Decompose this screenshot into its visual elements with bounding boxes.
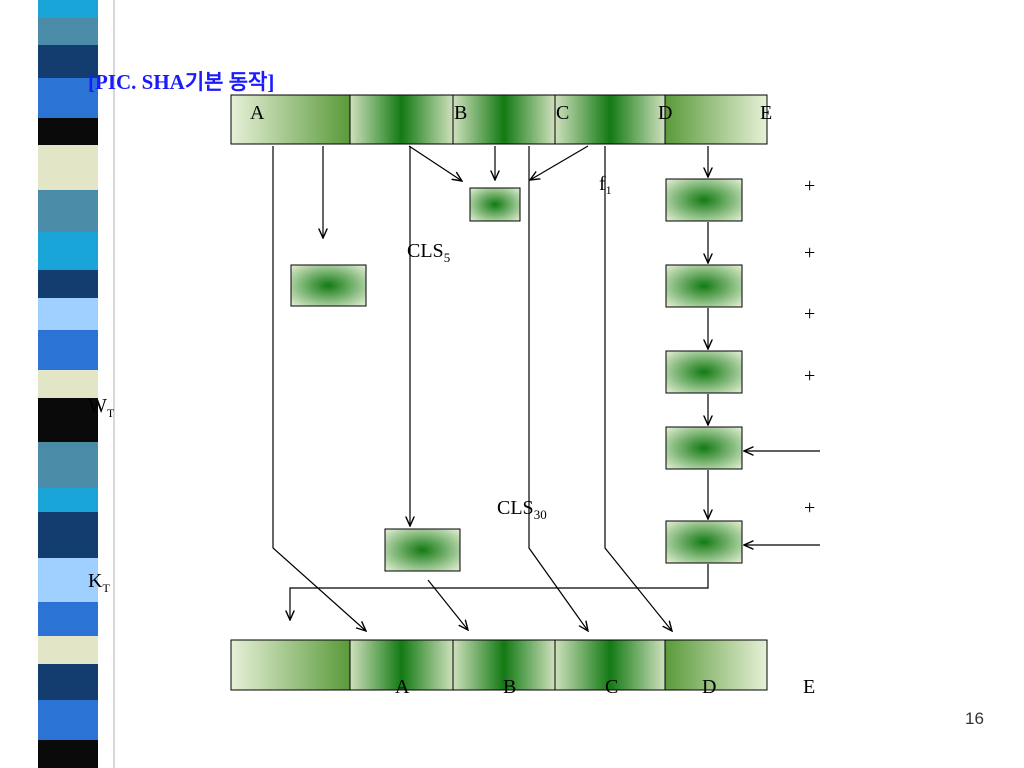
bottom-label-e: E: [803, 676, 815, 698]
cls30-box: [384, 528, 461, 572]
plus-sign-2: +: [804, 242, 815, 264]
stripe-band: [38, 602, 98, 636]
bottom-label-c: C: [605, 676, 618, 698]
arrow-c-to-new-d: [528, 146, 588, 631]
top-register-cell-e: [664, 94, 768, 145]
stripe-band: [38, 442, 98, 488]
bottom-register-cell-a: [230, 639, 351, 691]
stripe-band: [38, 636, 98, 664]
adder-box-3: [665, 350, 743, 394]
stripe-band: [38, 700, 98, 740]
arrow-b-to-f1: [408, 145, 462, 181]
adder-box-4: [665, 426, 743, 470]
connections: [272, 145, 820, 631]
bottom-register-cell-c: [452, 639, 556, 691]
top-label-d: D: [658, 102, 672, 124]
bottom-label-d: D: [702, 676, 716, 698]
cls30-label: CLS30: [497, 497, 547, 522]
function-boxes: [290, 178, 743, 572]
adder-box-5: [665, 520, 743, 564]
stripe-band: [38, 0, 98, 18]
cls5-label: CLS5: [407, 240, 450, 265]
top-register-cell-a: [230, 94, 351, 145]
bottom-register-cell-e: [664, 639, 768, 691]
bottom-register: A B C D E: [230, 639, 815, 698]
top-label-e: E: [760, 102, 772, 124]
stripe-band: [38, 18, 98, 45]
plus-sign-1: +: [804, 175, 815, 197]
w-label: WT: [88, 395, 115, 420]
top-register: A B C D E: [230, 94, 772, 145]
stripe-band: [38, 190, 98, 232]
top-label-b: B: [454, 102, 467, 124]
plus-sign-4: +: [804, 365, 815, 387]
top-label-a: A: [250, 102, 265, 124]
arrow-a-to-new-b: [272, 146, 366, 631]
k-label: KT: [88, 570, 110, 595]
stripe-band: [38, 45, 98, 78]
stripe-band: [38, 232, 98, 270]
arrow-c-to-f1: [530, 145, 589, 180]
stripe-band: [38, 558, 98, 602]
cls5-box: [290, 264, 367, 307]
arrow-d-to-new-e: [604, 146, 672, 631]
stripe-band: [38, 330, 98, 370]
bottom-label-b: B: [503, 676, 516, 698]
arrow-adder-to-new-a: [290, 564, 709, 620]
bottom-label-a: A: [395, 676, 410, 698]
plus-signs: + + + + +: [804, 175, 815, 519]
slide-title: [PIC. SHA기본 동작]: [88, 70, 275, 94]
arrow-cls30-to-new-c: [427, 579, 468, 630]
plus-sign-3: +: [804, 303, 815, 325]
stripe-band: [38, 664, 98, 700]
f1-label: f1: [599, 173, 612, 197]
stripe-band: [38, 398, 98, 442]
stripe-band: [38, 488, 98, 512]
bottom-register-cell-d: [554, 639, 666, 691]
top-label-c: C: [556, 102, 569, 124]
stripe-band: [38, 740, 98, 768]
page-number: 16: [965, 709, 984, 728]
stripe-band: [38, 78, 98, 118]
stripe-band: [38, 270, 98, 298]
stripe-band: [38, 118, 98, 145]
plus-sign-5: +: [804, 497, 815, 519]
top-register-cell-d: [554, 94, 666, 145]
adder-box-2: [665, 264, 743, 308]
top-register-cell-b: [349, 94, 454, 145]
stripe-band: [38, 370, 98, 398]
top-register-cell-c: [452, 94, 556, 145]
bottom-register-cell-b: [349, 639, 454, 691]
stripe-band: [38, 145, 98, 190]
stripe-bands: [38, 0, 98, 768]
stripe-band: [38, 298, 98, 330]
f1-box: [469, 187, 521, 222]
adder-box-1: [665, 178, 743, 222]
stripe-band: [38, 512, 98, 558]
decorative-stripe: [0, 0, 115, 768]
